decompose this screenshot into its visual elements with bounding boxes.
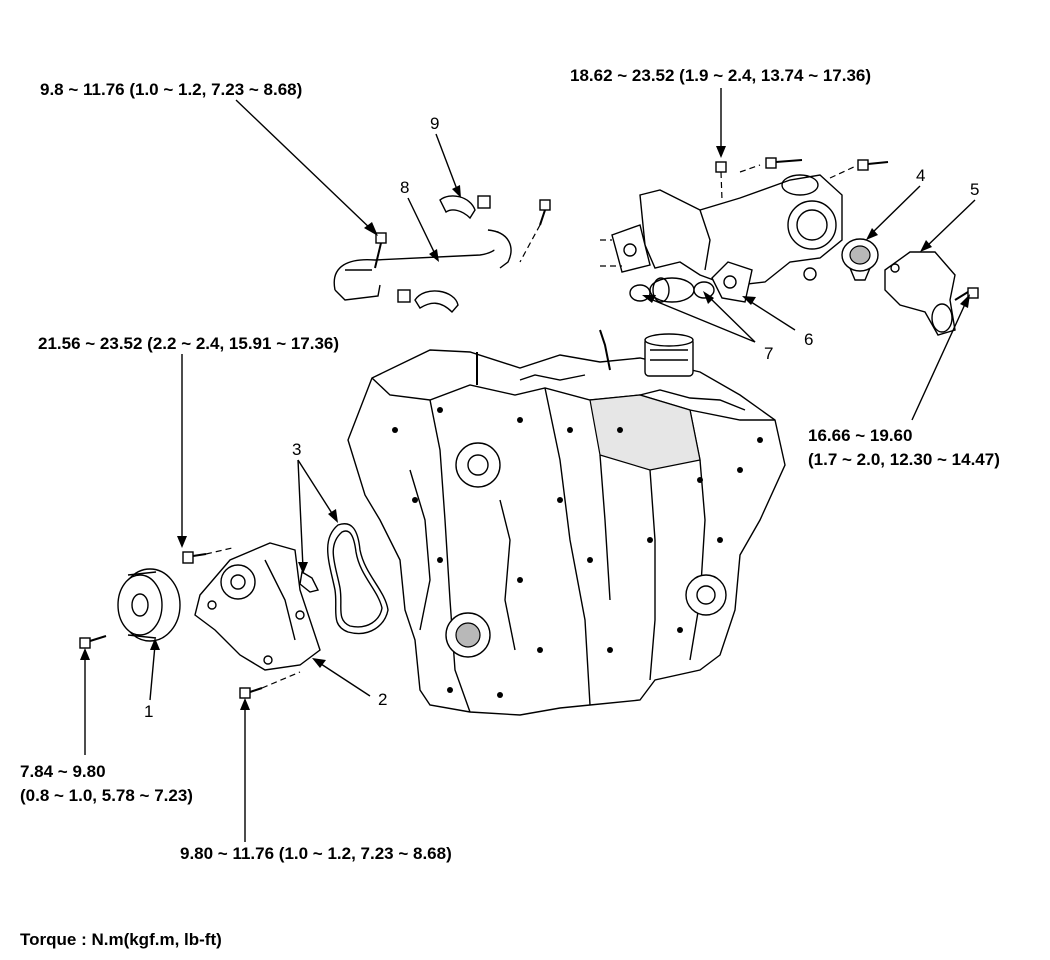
torque-spec-heater-pipe-bolt: 9.8 ~ 11.76 (1.0 ~ 1.2, 7.23 ~ 8.68) <box>40 80 303 99</box>
outlet-bolt-3 <box>829 159 889 179</box>
torque-spec-water-pump-bolt-lower: 9.80 ~ 11.76 (1.0 ~ 1.2, 7.23 ~ 8.68) <box>180 844 452 863</box>
outlet-gasket <box>711 261 753 303</box>
callout-3: 3 <box>292 440 302 459</box>
callout-6: 6 <box>804 330 814 349</box>
callout-5: 5 <box>970 180 980 199</box>
callout-8: 8 <box>400 178 410 197</box>
water-outlet-fitting <box>600 174 843 287</box>
hose-small <box>397 289 459 314</box>
water-pump-pulley <box>117 568 181 642</box>
water-pump-bolt-top <box>182 547 233 564</box>
outlet-nut <box>803 267 817 281</box>
torque-spec-thermostat-cover-line2: (1.7 ~ 2.0, 12.30 ~ 14.47) <box>808 450 1000 469</box>
cover-bolt <box>954 287 979 301</box>
callout-9: 9 <box>430 114 440 133</box>
callout-1: 1 <box>144 702 154 721</box>
o-rings <box>629 277 715 303</box>
torque-spec-pulley-bolt-line1: 7.84 ~ 9.80 <box>20 762 106 781</box>
water-pump <box>194 542 321 671</box>
outlet-bolt-2 <box>739 157 803 173</box>
torque-spec-water-pump-bolt-upper: 21.56 ~ 23.52 (2.2 ~ 2.4, 15.91 ~ 17.36) <box>38 334 340 353</box>
water-pump-bolt-bottom <box>239 671 301 699</box>
thermostat <box>841 238 879 281</box>
torque-units-legend: Torque : N.m(kgf.m, lb-ft) <box>20 930 222 949</box>
outlet-bolt-1 <box>715 161 727 201</box>
callout-2: 2 <box>378 690 388 709</box>
hose-bolt <box>519 199 551 263</box>
bypass-hose <box>439 195 491 220</box>
water-pump-gaskets <box>299 523 389 635</box>
callout-7: 7 <box>764 344 774 363</box>
pipe-bolt <box>374 232 387 269</box>
torque-spec-pulley-bolt-line2: (0.8 ~ 1.0, 5.78 ~ 7.23) <box>20 786 193 805</box>
torque-spec-outlet-nut: 18.62 ~ 23.52 (1.9 ~ 2.4, 13.74 ~ 17.36) <box>570 66 872 85</box>
torque-spec-thermostat-cover-line1: 16.66 ~ 19.60 <box>808 426 913 445</box>
engine-block <box>347 329 786 716</box>
callout-4: 4 <box>916 166 926 185</box>
pulley-bolt <box>79 635 107 649</box>
heater-pipe <box>333 229 512 301</box>
thermostat-cover <box>884 251 956 336</box>
leader-lines <box>80 88 976 842</box>
